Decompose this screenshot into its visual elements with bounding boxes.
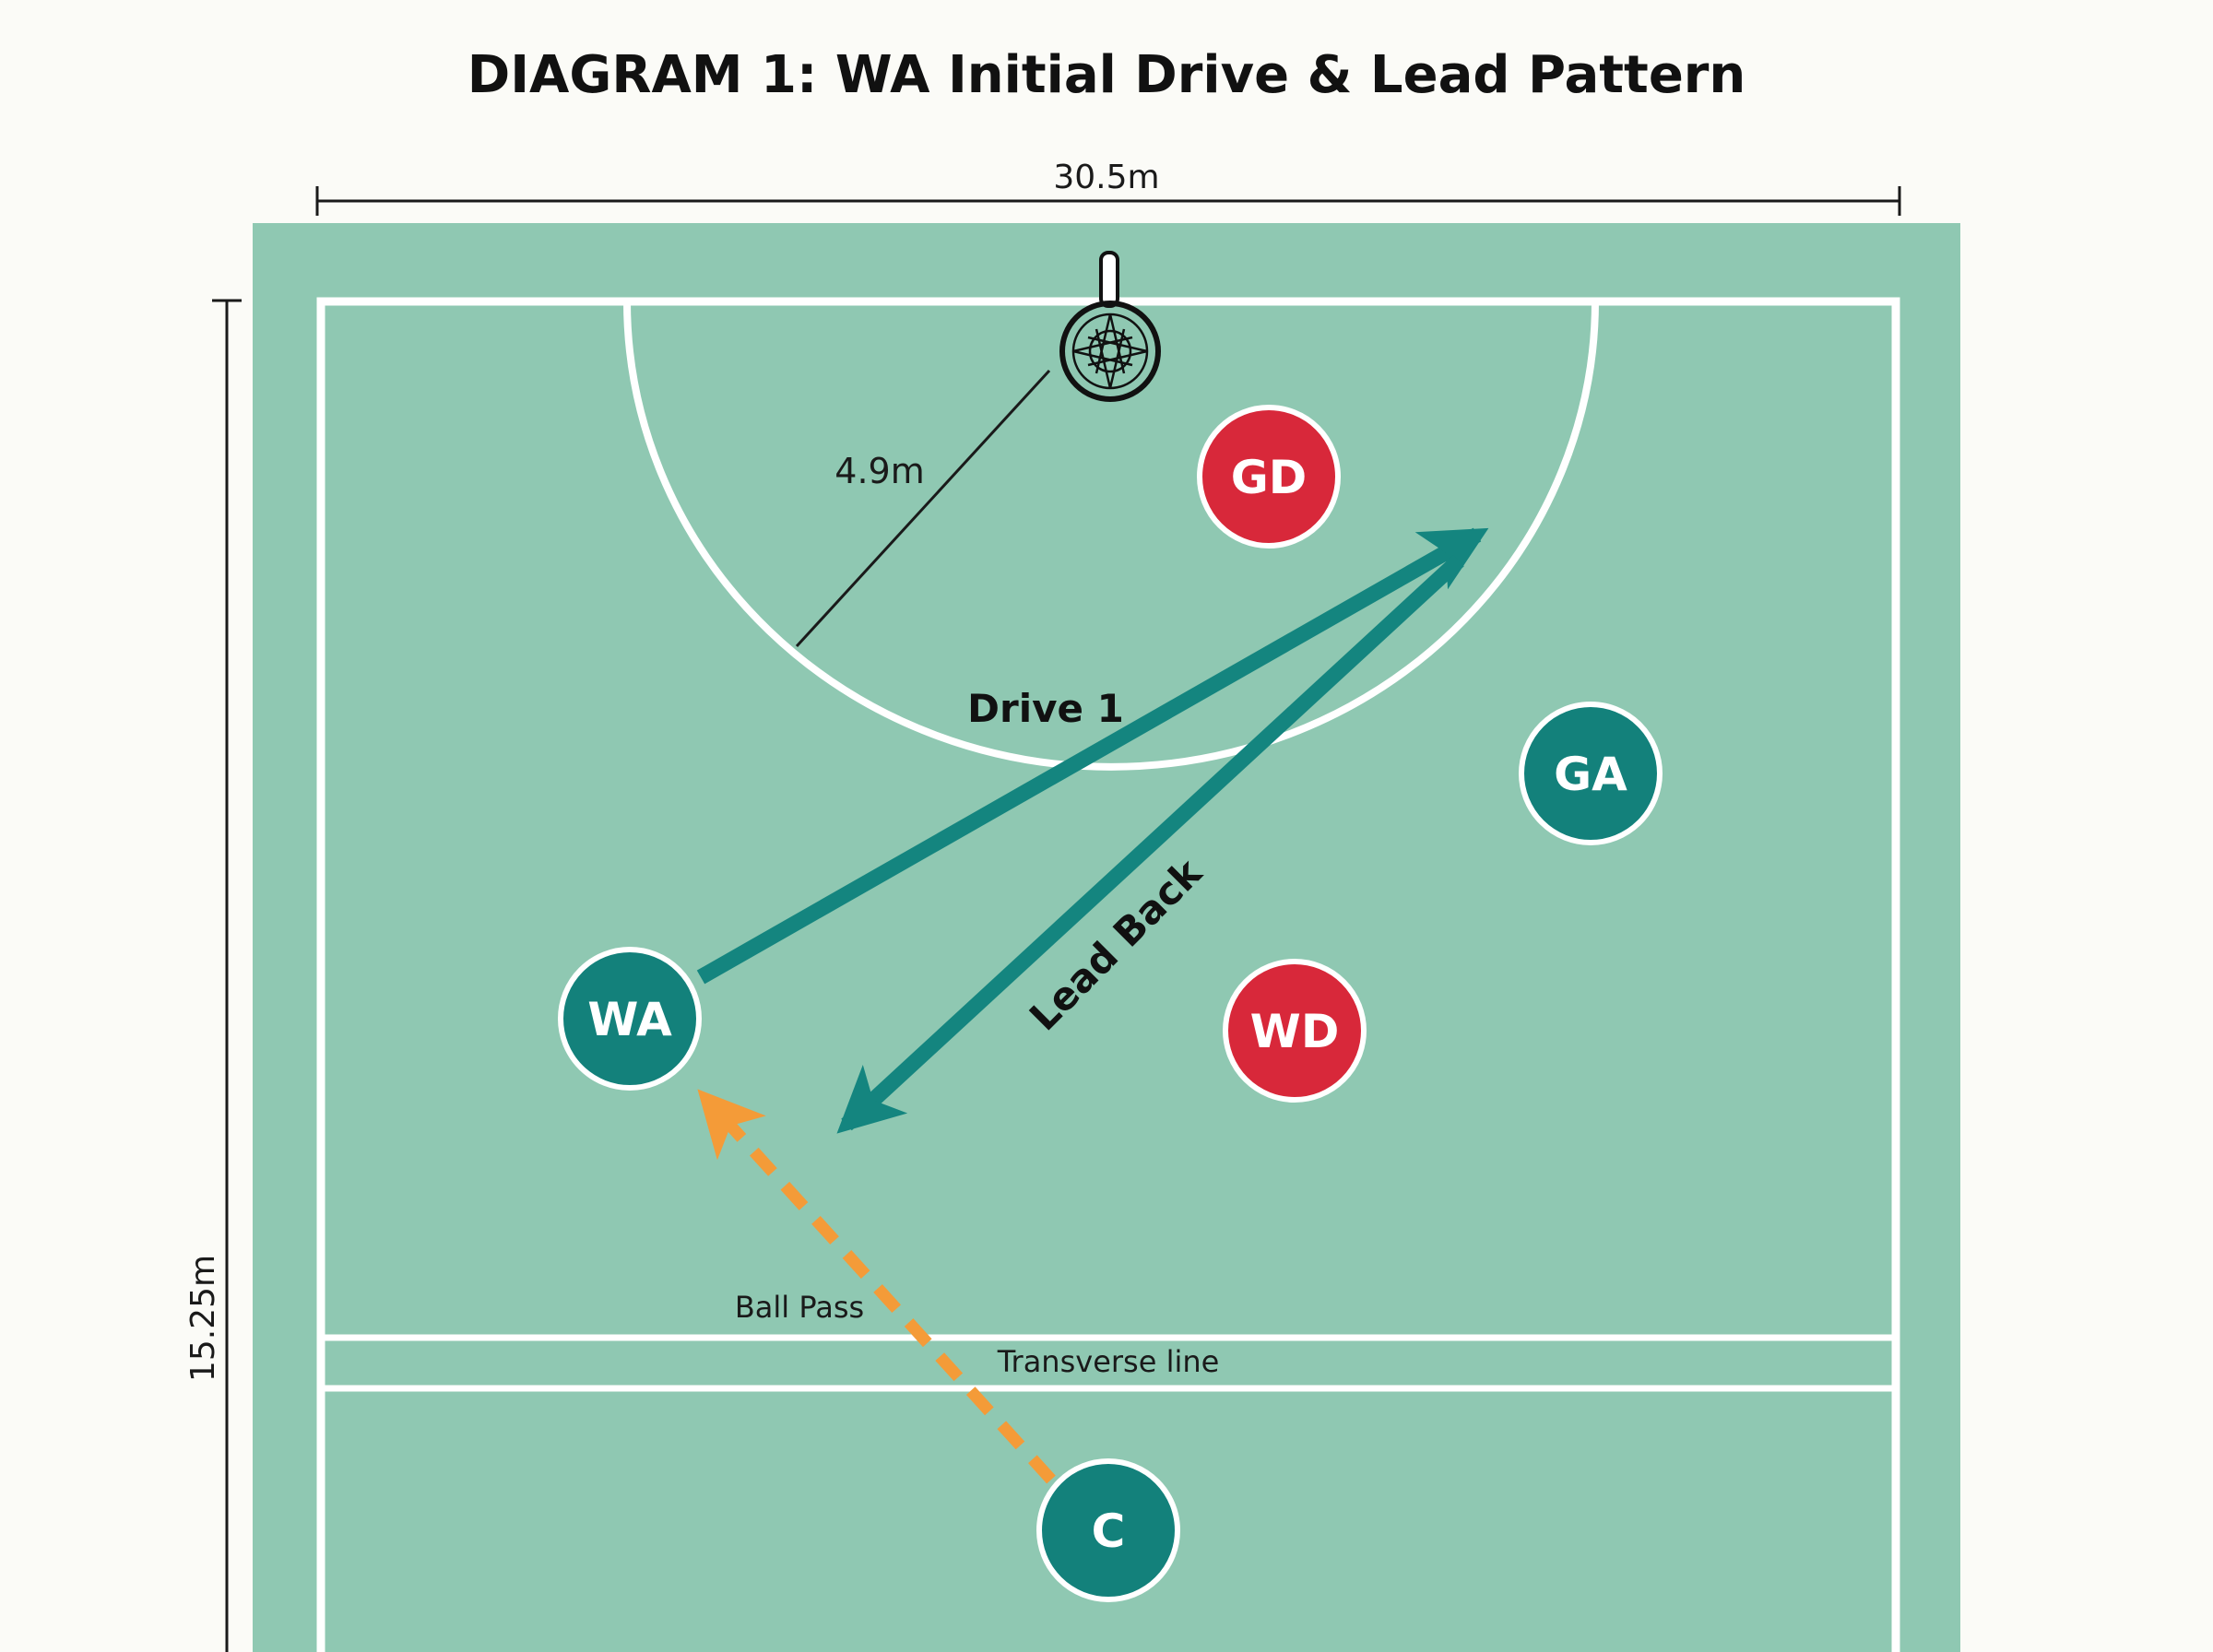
player-wd-label: WD <box>1250 1005 1340 1058</box>
player-ga: GA <box>1519 702 1663 845</box>
ball-pass-label: Ball Pass <box>735 1290 864 1325</box>
circle-radius-label: 4.9m <box>834 451 924 491</box>
diagram-title: DIAGRAM 1: WA Initial Drive & Lead Patte… <box>467 45 1746 105</box>
player-gd: GD <box>1197 405 1341 549</box>
drive-label: Drive 1 <box>967 686 1124 731</box>
height-dimension: 15.25m <box>184 299 242 1652</box>
drive-arrow: Drive 1 <box>696 527 1489 985</box>
court-surface <box>253 223 1960 1652</box>
circle-radius-indicator: 4.9m <box>795 369 1051 648</box>
transverse-line-label: Transverse line <box>997 1344 1220 1379</box>
goal-post-icon <box>1059 251 1161 402</box>
ball-pass-arrow: Ball Pass <box>697 1089 1056 1484</box>
player-gd-label: GD <box>1231 451 1308 504</box>
width-dimension: 30.5m <box>315 159 1901 216</box>
player-c: C <box>1036 1458 1180 1602</box>
shooting-circle <box>623 301 1599 771</box>
player-wa-label: WA <box>587 993 672 1046</box>
player-c-label: C <box>1092 1504 1126 1558</box>
transverse-line: Transverse line <box>321 1334 1896 1392</box>
height-dimension-label: 15.25m <box>184 1255 222 1382</box>
player-ga-label: GA <box>1554 748 1627 801</box>
player-wd: WD <box>1223 959 1367 1103</box>
player-wa: WA <box>558 947 702 1091</box>
width-dimension-label: 30.5m <box>1053 159 1159 196</box>
